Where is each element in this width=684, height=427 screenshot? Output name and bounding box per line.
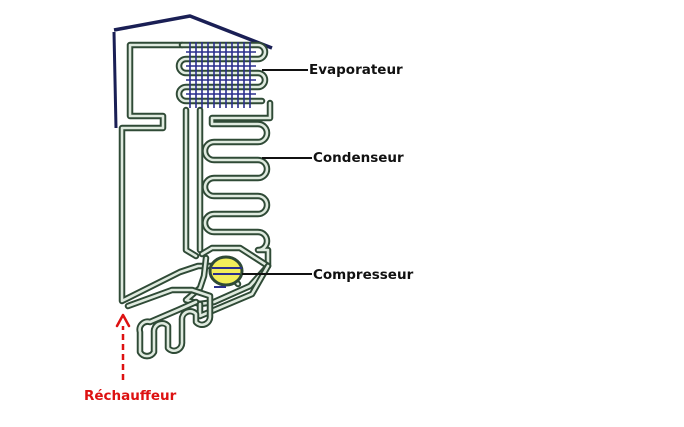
rechauffeur-label: Réchauffeur bbox=[84, 388, 177, 404]
heater-coil bbox=[124, 286, 214, 360]
evaporator bbox=[175, 41, 269, 108]
compressor-housing bbox=[182, 244, 272, 320]
riser-duct bbox=[182, 106, 204, 260]
evaporateur-label: Evaporateur bbox=[309, 62, 403, 78]
condenser bbox=[201, 99, 274, 270]
condenseur-label: Condenseur bbox=[313, 150, 404, 166]
compressor-icon bbox=[208, 255, 244, 288]
cabinet-outline bbox=[112, 14, 273, 129]
heater-arrow bbox=[115, 313, 131, 380]
compresseur-label: Compresseur bbox=[313, 267, 414, 283]
evaporator-fins bbox=[186, 42, 256, 108]
